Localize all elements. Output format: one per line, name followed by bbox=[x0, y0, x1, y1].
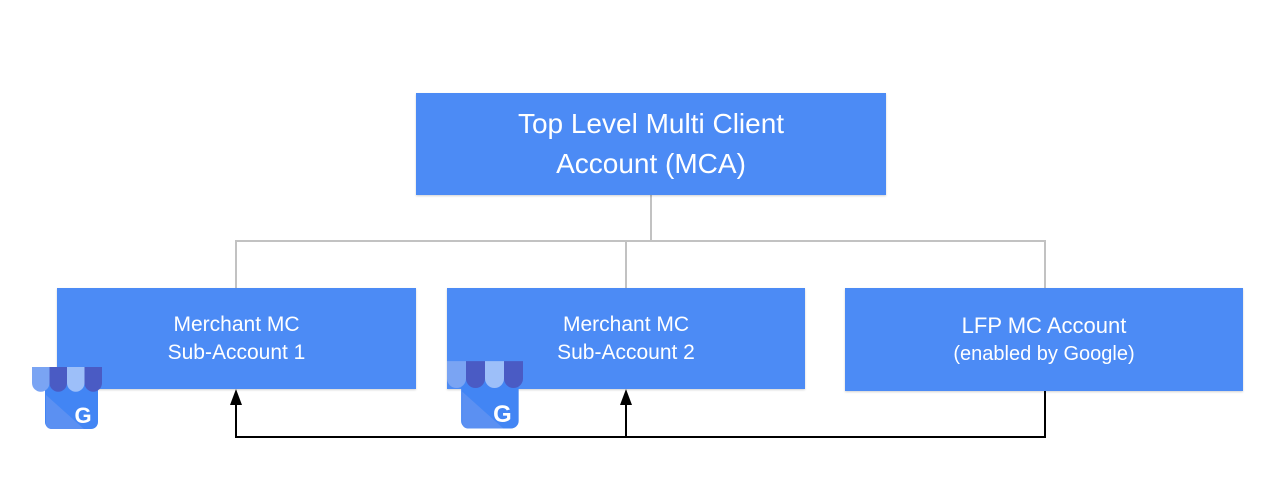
google-business-storefront-icon: G bbox=[32, 367, 102, 429]
google-g-letter: G bbox=[74, 403, 91, 428]
tree-connector-horizontal-rail bbox=[235, 240, 1046, 242]
tree-connector-root-vertical bbox=[650, 195, 652, 241]
node-label-line: Sub-Account 2 bbox=[557, 340, 695, 364]
node-label-line: Merchant MC bbox=[562, 312, 690, 336]
node-label-line: Merchant MC bbox=[173, 312, 300, 336]
flow-line-down-from-lfp bbox=[1044, 391, 1046, 438]
node-merchant-sub-account-1: Merchant MC Sub-Account 1 bbox=[57, 288, 416, 389]
awning-scallop bbox=[84, 367, 102, 392]
node-label-line: LFP MC Account bbox=[961, 312, 1127, 338]
arrowhead-into-sub1 bbox=[230, 389, 242, 405]
node-label-line: Account (MCA) bbox=[556, 148, 746, 179]
awning-scallop bbox=[447, 361, 466, 389]
awning-scallop bbox=[32, 367, 50, 392]
node-label-line: Top Level Multi Client bbox=[517, 108, 785, 139]
tree-connector-drop-sub1 bbox=[235, 242, 237, 288]
flow-line-up-to-sub1 bbox=[235, 403, 237, 438]
storefront-highlight bbox=[46, 395, 84, 429]
flow-line-up-to-sub2 bbox=[625, 403, 627, 438]
flow-line-horizontal bbox=[235, 436, 1046, 438]
tree-connector-drop-lfp bbox=[1044, 242, 1046, 288]
tree-connector-drop-sub2 bbox=[625, 242, 627, 288]
arrowhead-into-sub2 bbox=[620, 389, 632, 405]
awning-scallop bbox=[485, 361, 504, 389]
google-business-storefront-icon: G bbox=[447, 361, 523, 429]
awning-scallop bbox=[67, 367, 85, 392]
storefront-highlight bbox=[462, 391, 504, 429]
awning-scallop bbox=[49, 367, 67, 392]
awning-scallop bbox=[466, 361, 485, 389]
node-label-line: (enabled by Google) bbox=[953, 342, 1135, 365]
node-top-level-mca: Top Level Multi Client Account (MCA) bbox=[416, 93, 886, 195]
node-lfp-mc-account: LFP MC Account (enabled by Google) bbox=[845, 288, 1243, 391]
google-g-letter: G bbox=[493, 401, 512, 428]
node-label-line: Sub-Account 1 bbox=[167, 340, 306, 364]
awning-scallop bbox=[504, 361, 523, 389]
